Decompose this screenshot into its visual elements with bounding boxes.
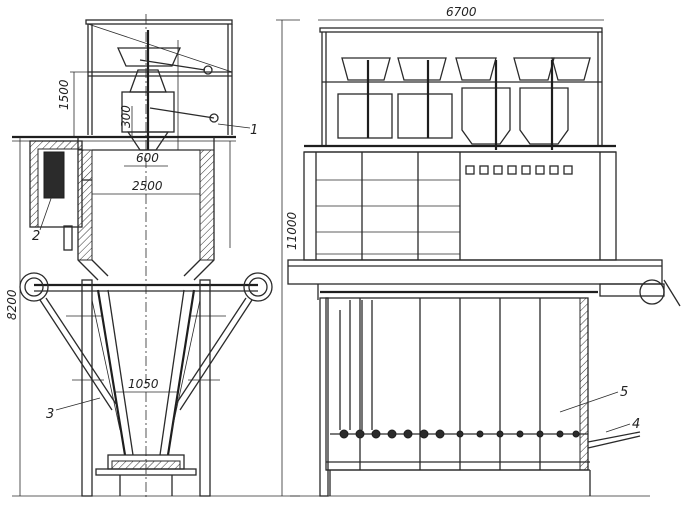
dimension-lines-left	[12, 19, 300, 497]
charging-mechanism	[116, 30, 219, 151]
right-elevation-view	[287, 19, 681, 497]
dimension-upper-height: 1500	[57, 79, 71, 110]
dimension-inner-300: 300	[119, 105, 133, 128]
left-section-view	[12, 14, 300, 500]
dimension-top-width: 6700	[446, 5, 477, 19]
dimension-inner-diameter: 2500	[132, 179, 163, 193]
shaft-walls	[77, 137, 231, 261]
top-frame-right	[319, 27, 603, 146]
callout-4: 4	[632, 417, 640, 432]
callout-2: 2	[32, 229, 40, 244]
callout-5: 5	[620, 385, 628, 400]
platform	[326, 431, 641, 496]
lower-body	[319, 290, 598, 497]
upper-casing	[303, 144, 617, 261]
ring-beam-right	[287, 259, 681, 307]
nozzle-row	[330, 429, 588, 439]
callout-1: 1	[250, 123, 258, 138]
dimension-bottom-opening: 1050	[128, 377, 159, 391]
dimension-lower-height: 8200	[5, 289, 19, 320]
diagonal-stays	[39, 297, 253, 431]
dimension-overall-height: 11000	[285, 211, 299, 250]
top-frame	[85, 19, 233, 135]
callout-3: 3	[46, 407, 54, 422]
dimension-throat-width: 600	[136, 151, 159, 165]
hoppers	[337, 57, 591, 150]
lower-cone	[77, 259, 215, 456]
